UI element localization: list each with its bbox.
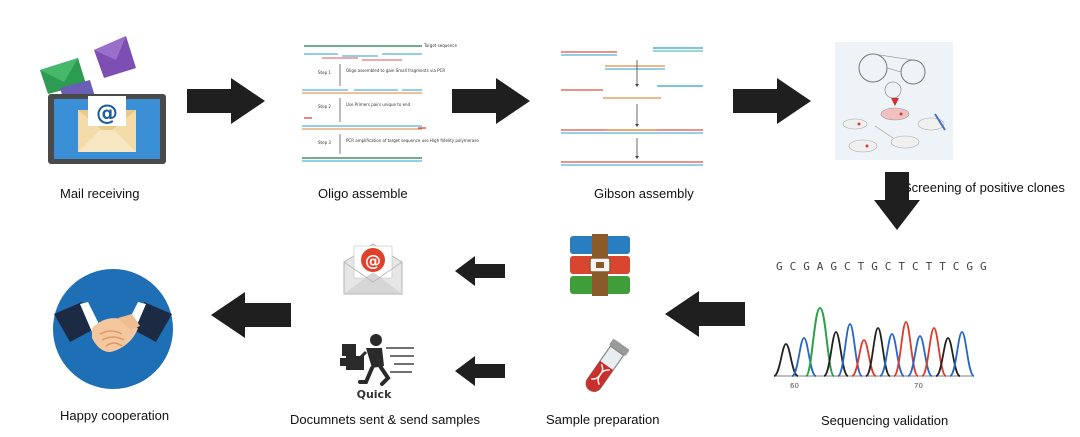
- sequence-letter: T: [926, 260, 933, 273]
- tablet-mail-icon: @: [40, 36, 166, 164]
- arrow-right-icon: [733, 78, 811, 124]
- sequence-letter: T: [858, 260, 865, 273]
- chromatogram-tick-60: 60: [790, 382, 799, 390]
- sequence-letter: C: [912, 260, 919, 273]
- sequence-letter: C: [953, 260, 960, 273]
- sequence-letter: G: [830, 260, 837, 273]
- oligo-step3-text: PCR amplification of target sequence use…: [346, 138, 479, 143]
- arrow-left-icon: [455, 356, 505, 386]
- oligo-step3: Step 3: [318, 140, 331, 145]
- step-label-happy-cooperation: Happy cooperation: [60, 408, 170, 423]
- sequence-letter: T: [939, 260, 946, 273]
- step-label-screening: Screening of positive clones: [903, 180, 1065, 195]
- sequence-letter: G: [871, 260, 878, 273]
- svg-text:@: @: [365, 251, 381, 270]
- oligo-step1: Step 1: [318, 70, 331, 75]
- arrow-left-icon: [665, 291, 745, 337]
- step-label-oligo-assemble: Oligo assemble: [318, 186, 408, 201]
- oligo-target-label: Target sequence: [423, 43, 457, 48]
- sequence-letter: G: [803, 260, 810, 273]
- arrow-right-icon: [452, 78, 530, 124]
- oligo-assembly-diagram-icon: Target sequence Step 1 Oligo assembled t…: [298, 42, 479, 164]
- sequence-letter: G: [966, 260, 973, 273]
- oligo-step1-text: Oligo assembled to gain Small fragments …: [346, 68, 445, 73]
- email-envelope-icon: @: [343, 243, 403, 295]
- oligo-step2-text: Use Primers pairs unique to end: [346, 102, 411, 107]
- arrow-down-icon: [874, 172, 920, 230]
- sequence-letter: A: [817, 260, 824, 273]
- courier-delivery-icon: Quick: [340, 334, 414, 401]
- sequence-letter: C: [844, 260, 851, 273]
- dna-test-tube-icon: [585, 339, 630, 393]
- colony-screening-icon: [835, 42, 953, 160]
- step-label-sequencing: Sequencing validation: [821, 413, 949, 428]
- gibson-assembly-diagram-icon: [557, 40, 707, 168]
- step-label-sample-preparation: Sample preparation: [546, 412, 660, 427]
- oligo-step2: Step 2: [318, 104, 331, 109]
- sequence-letter: G: [980, 260, 987, 273]
- sequence-letter: C: [885, 260, 892, 273]
- sequence-letter: T: [898, 260, 905, 273]
- step-label-documents-sent: Documnets sent & send samples: [290, 412, 481, 427]
- arrow-right-icon: [187, 78, 265, 124]
- svg-text:@: @: [96, 101, 118, 126]
- sequence-letter: G: [776, 260, 783, 273]
- arrow-left-icon: [455, 256, 505, 286]
- sequence-letter: C: [790, 260, 797, 273]
- quick-label: Quick: [357, 388, 392, 401]
- handshake-icon: [53, 269, 173, 389]
- arrow-left-icon: [211, 292, 291, 338]
- chromatogram-tick-70: 70: [914, 382, 923, 390]
- archive-box-icon: [570, 234, 630, 296]
- step-label-mail-receiving: Mail receiving: [60, 186, 140, 201]
- step-label-gibson-assembly: Gibson assembly: [594, 186, 694, 201]
